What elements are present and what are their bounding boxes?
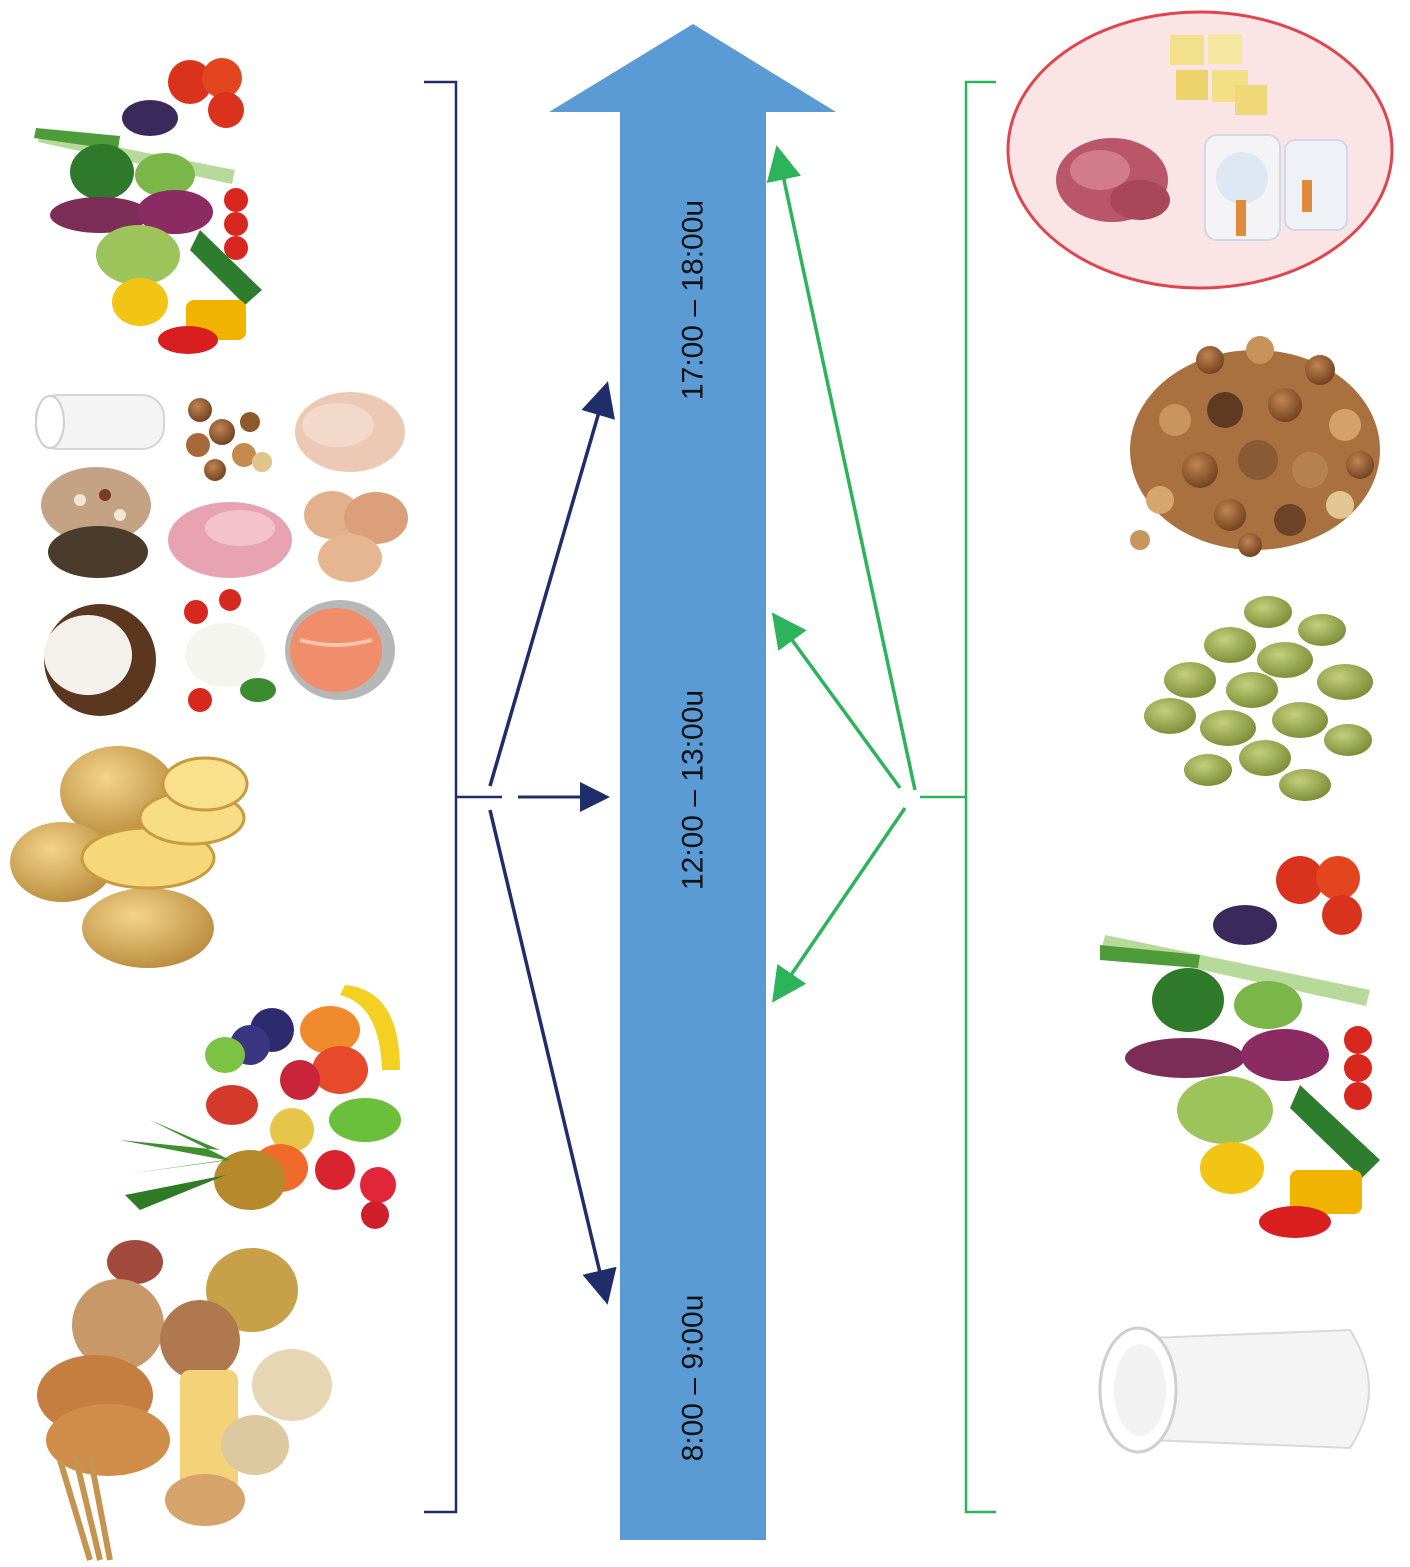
protein-foods-icon: [36, 392, 408, 716]
time-label-breakfast: 8:00 – 9:00u: [677, 1295, 710, 1462]
meat-cheese-dairy-icon: [1008, 12, 1392, 288]
time-label-lunch: 12:00 – 13:00u: [677, 690, 710, 890]
right-connector-breakfast: [776, 808, 905, 997]
right-connector-dinner: [778, 152, 915, 790]
vegetables-icon: [1100, 856, 1380, 1238]
olives-icon: [1144, 596, 1373, 801]
fruit-icon: [120, 985, 401, 1229]
right-bracket: [966, 82, 996, 1512]
left-connector-dinner: [490, 388, 606, 786]
vegetables-icon: [34, 58, 262, 354]
yogurt-icon: [1100, 1328, 1369, 1452]
right-connector-lunch: [776, 618, 900, 788]
time-label-dinner: 17:00 – 18:00u: [677, 200, 710, 400]
potatoes-icon: [10, 746, 247, 968]
left-connector-breakfast: [490, 810, 606, 1298]
left-bracket: [424, 82, 456, 1512]
nuts-icon: [1130, 336, 1380, 557]
grains-bread-icon: [37, 1240, 332, 1560]
